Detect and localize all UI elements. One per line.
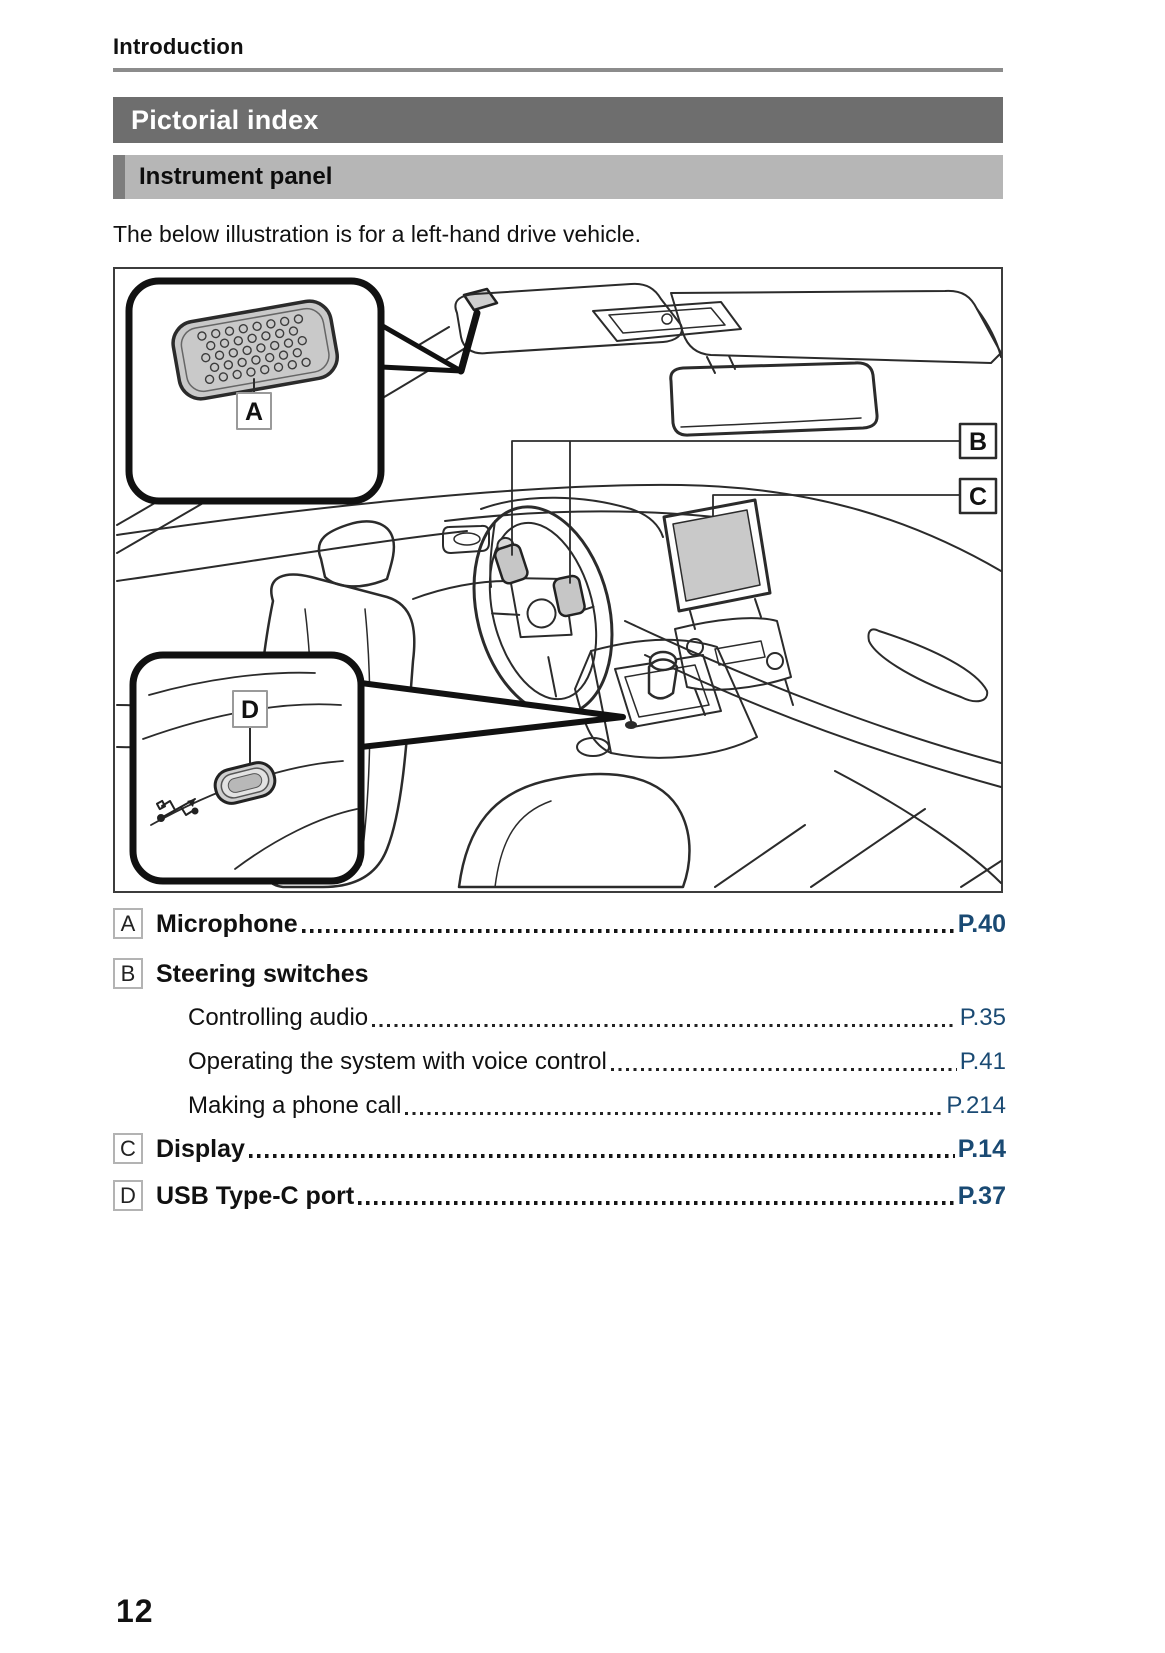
display-screen [672,509,761,602]
figure-label-b: B [969,428,987,456]
page-link-voice-control[interactable]: P.41 [959,1048,1006,1075]
steering-switch-right [552,574,586,618]
item-title: Steering switches [156,960,369,988]
index-entry-display: C Display P.14 [113,1133,1006,1164]
figure-label-d-box [232,690,268,728]
dot-leader [610,1068,957,1071]
usb-symbol-icon [155,798,199,822]
item-title: Display [156,1135,245,1163]
figure-label-b-box [958,422,998,460]
item-letter-a: A [113,908,143,939]
driver-headrest [317,520,396,588]
rearview-mirror-icon [669,361,879,437]
overhead-console [592,301,742,342]
display-frame [662,498,772,613]
chapter-banner-title: Pictorial index [131,104,319,135]
item-title: Making a phone call [188,1092,402,1119]
index-subentry-phone-call: Making a phone call P.214 [113,1090,1006,1121]
item-title: Microphone [156,910,298,938]
chapter-banner: Pictorial index [113,97,1003,143]
index-subentry-voice-control: Operating the system with voice control … [113,1046,1006,1077]
item-letter-b: B [113,958,143,989]
topic-banner: Instrument panel [113,155,1003,199]
section-header: Introduction [113,34,244,59]
dashboard-top [116,483,1002,572]
figure-label-c: C [969,483,987,511]
item-title: Operating the system with voice control [188,1048,607,1075]
index-entry-microphone: A Microphone P.40 [113,908,1006,939]
page-link-phone-call[interactable]: P.214 [946,1092,1006,1119]
page-link-usb-port[interactable]: P.37 [957,1182,1006,1210]
page-content: Introduction Pictorial index Instrument … [113,0,1006,1211]
header-rule [113,68,1003,72]
leader-line-b [511,440,961,584]
dot-leader [405,1112,944,1115]
usb-port-icon [213,761,277,805]
instrument-panel-figure: A B C D [113,267,1003,893]
index-subentry-controlling-audio: Controlling audio P.35 [113,1002,1006,1033]
intro-paragraph: The below illustration is for a left-han… [113,221,641,247]
page-number: 12 [116,1593,154,1629]
passenger-seat-cushion [457,772,691,889]
item-title: USB Type-C port [156,1182,355,1210]
page-link-microphone[interactable]: P.40 [957,910,1006,938]
sun-visor-right-icon [670,289,1002,364]
dash-trim-recess [867,628,989,703]
dot-leader [301,929,955,933]
shift-knob [648,650,678,672]
center-console [590,638,758,759]
figure-label-c-box [958,477,998,515]
index-entry-usb-port: D USB Type-C port P.37 [113,1180,1006,1211]
callout-a-pointer [378,322,464,374]
dot-leader [358,1201,955,1205]
item-letter-c: C [113,1133,143,1164]
index-entry-steering-switches: B Steering switches [113,958,1006,989]
dot-leader [248,1154,955,1158]
topic-banner-title: Instrument panel [139,163,333,190]
figure-label-a-box [236,392,272,430]
page-link-display[interactable]: P.14 [957,1135,1006,1163]
pictorial-index-list: A Microphone P.40 B Steering switches Co… [113,908,1006,1211]
console-usb-location [625,721,637,729]
instrument-panel-illustration: A B C D [116,277,1002,889]
callout-d-pointer [358,680,626,750]
steering-wheel-icon [472,505,614,717]
steering-switch-left [493,536,529,585]
item-title: Controlling audio [188,1004,369,1031]
microphone-grille-icon [171,299,339,401]
figure-label-a: A [245,398,263,426]
figure-label-d: D [241,696,259,724]
dot-leader [372,1024,957,1027]
page-link-controlling-audio[interactable]: P.35 [959,1004,1006,1031]
item-letter-d: D [113,1180,143,1211]
